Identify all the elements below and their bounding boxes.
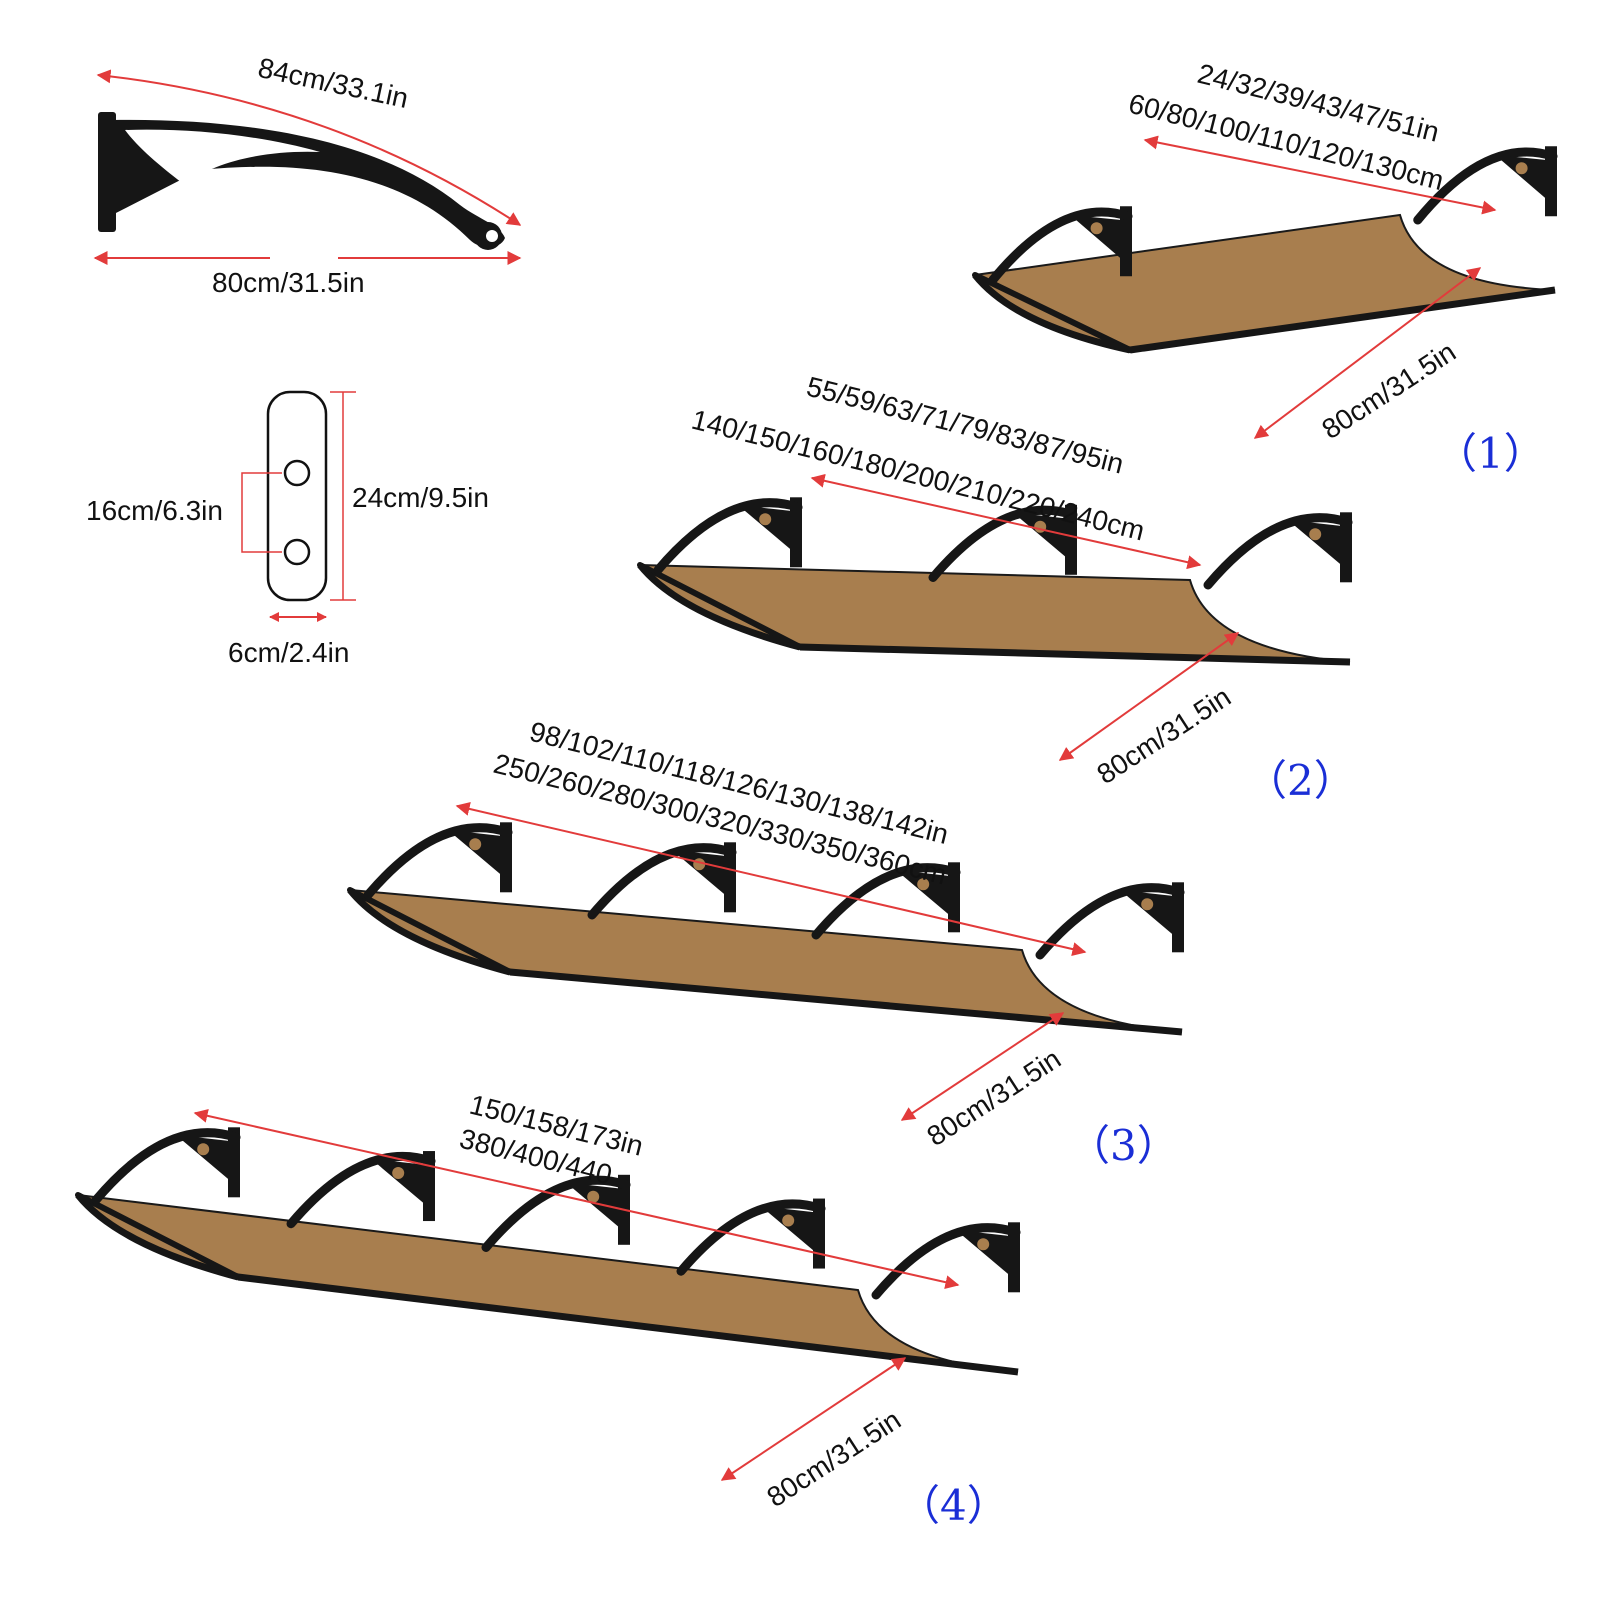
awning-1: 24/32/39/43/47/51in60/80/100/110/120/130… [972,58,1558,478]
bracket-truss [1495,155,1549,202]
bracket-truss [371,1158,427,1207]
bracket-truss [1070,215,1124,262]
front-edge-bar [637,562,803,650]
width-arrow [193,1108,960,1290]
option-number: （1） [1435,429,1546,478]
depth-label: 80cm/31.5in [1091,681,1236,790]
front-edge-bar [347,887,513,975]
bracket-side-view: 84cm/33.1in 80cm/31.5in [93,52,522,298]
bracket-truss [956,1230,1012,1278]
bracket-truss [738,505,794,553]
bracket-truss [566,1182,622,1230]
bracket-depth-label: 80cm/31.5in [212,267,365,298]
plate-hole-bottom [283,538,311,566]
plate-hole-spacing-line [241,472,282,553]
bracket-hole [1141,898,1154,911]
plate-height-label: 24cm/9.5in [352,482,489,513]
depth-arrow [900,1012,1065,1121]
label-bg [270,246,338,270]
plate-hole-spacing-label: 16cm/6.3in [86,495,223,526]
bracket-truss [1120,890,1176,938]
bracket-arm [1203,513,1353,590]
plate-width-label: 6cm/2.4in [228,637,349,668]
bracket-truss [1288,520,1344,568]
bracket-cutout [125,129,320,185]
width-arrow [1143,135,1497,215]
front-edge-bar [972,272,1133,353]
bracket-arc-arrow [96,69,522,226]
bracket-hole [782,1214,795,1227]
bracket-hole [977,1238,990,1251]
plate-outline [266,390,328,602]
awning-2: 55/59/63/71/79/83/87/95in140/150/160/180… [637,371,1356,805]
option-number: （2） [1245,756,1356,805]
bottom-edge-bar [237,1273,1019,1376]
bracket-arm [653,498,803,575]
depth-label: 80cm/31.5in [761,1404,906,1513]
width-arrow [455,802,1087,956]
mounting-plate: 24cm/9.5in 16cm/6.3in 6cm/2.4in [86,390,489,668]
front-edge-bar [347,887,511,976]
option-number: （3） [1068,1121,1179,1170]
bracket-hole [1309,528,1322,541]
bracket-hole [1515,162,1528,175]
depth-arrow [1253,267,1482,439]
depth-arrow [1058,632,1240,761]
bracket-wall-plate [98,112,116,232]
width-arrow [810,473,1202,570]
front-edge-bar [972,272,1131,354]
bracket-arm [988,207,1133,285]
bottom-edge-bar [509,968,1183,1036]
bracket-arc-label: 84cm/33.1in [255,52,411,114]
awning-panel [75,1193,1019,1373]
bracket-hole [1090,222,1103,235]
bracket-hole [392,1167,405,1180]
bracket-truss [448,830,504,878]
bracket-hole [197,1143,210,1156]
bracket-hole [469,838,482,851]
option-number: （4） [898,1481,1009,1530]
bracket-hole [759,513,772,526]
bracket-truss [176,1135,232,1183]
depth-arrow [720,1357,907,1481]
awning-panel [637,563,1351,663]
plate-hole-top [283,459,311,487]
front-edge-bar [637,562,801,651]
